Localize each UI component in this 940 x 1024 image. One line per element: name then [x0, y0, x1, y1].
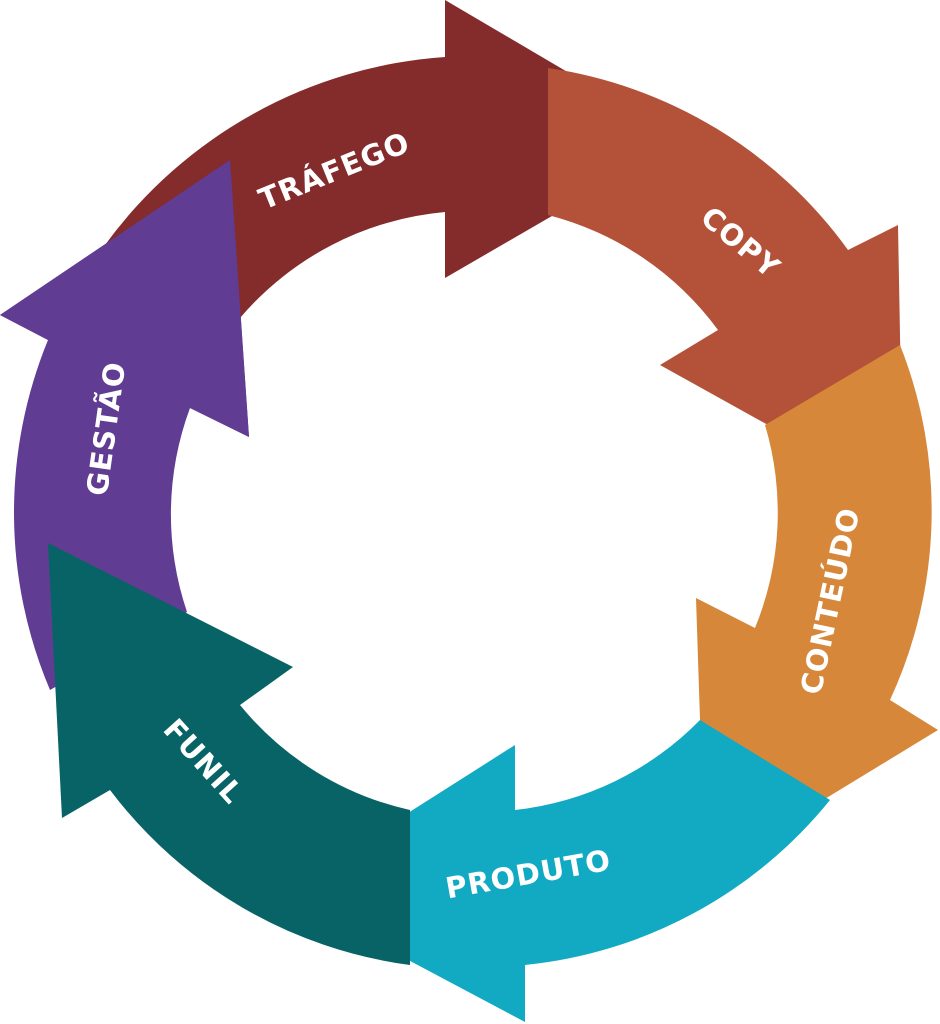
conteudo-arrow [696, 345, 938, 872]
produto-arrow [282, 720, 830, 1022]
funil-arrow [48, 543, 410, 965]
trafego-arrow [105, 0, 683, 318]
gestao-arrowhead [0, 160, 249, 437]
copy-arrow [548, 68, 903, 500]
